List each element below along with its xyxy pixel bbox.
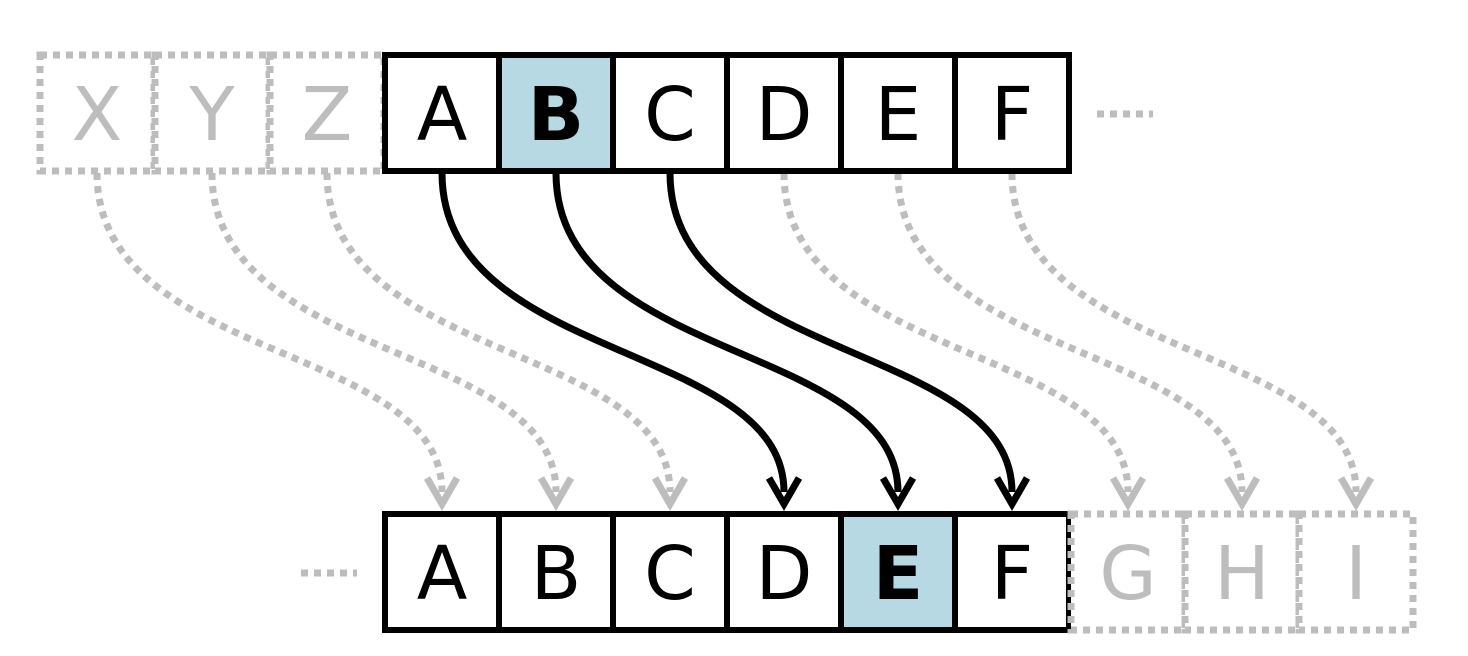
mapping-arrow-a-to-d <box>438 172 788 493</box>
plain-cell-d: D <box>724 52 844 174</box>
cipher-cell-c-letter: C <box>644 531 696 617</box>
plain-cell-f: F <box>952 52 1072 174</box>
plain-cell-f-letter: F <box>991 72 1034 158</box>
cipher-cell-e-box <box>838 511 958 633</box>
plain-cell-f-box <box>952 52 1072 174</box>
cipher-ghost-cell-h-letter: H <box>1214 531 1270 617</box>
mapping-arrow-d-to-g <box>780 172 1132 493</box>
mapping-arrow-y-to-b <box>208 172 560 493</box>
arrowhead-f <box>993 476 1031 512</box>
plain-ghost-cell-y-box <box>151 51 273 175</box>
cipher-cell-e-letter: E <box>873 531 924 617</box>
mapping-arrow-f-to-i <box>1008 172 1360 493</box>
plain-cell-c-letter: C <box>644 72 696 158</box>
plain-cell-e-box <box>838 52 958 174</box>
mapping-arrow-b-to-e <box>552 172 902 493</box>
cipher-cell-d: D <box>724 511 844 633</box>
cipher-cell-c-box <box>610 511 730 633</box>
arrowhead-a <box>423 476 461 512</box>
plain-cell-b: B <box>496 52 616 174</box>
cipher-ghost-cell-g: G <box>1067 510 1189 634</box>
cipher-ghost-cell-i-box <box>1295 510 1417 634</box>
cipher-ghost-cell-g-letter: G <box>1099 531 1156 617</box>
mapping-arrow-x-to-a <box>93 172 446 493</box>
cipher-cell-b-box <box>496 511 616 633</box>
plain-cell-d-letter: D <box>756 72 813 158</box>
cipher-cell-e: E <box>838 511 958 633</box>
plain-cell-b-letter: B <box>528 72 584 158</box>
plain-cell-e-letter: E <box>875 72 922 158</box>
plain-ghost-cell-z-letter: Z <box>302 72 353 158</box>
cipher-cell-d-letter: D <box>756 531 813 617</box>
plain-ghost-cell-x: X <box>36 51 158 175</box>
plain-cell-d-box <box>724 52 844 174</box>
arrowhead-b <box>537 476 575 512</box>
cipher-cell-d-box <box>724 511 844 633</box>
cipher-ghost-cell-h: H <box>1181 510 1303 634</box>
mapping-arrows <box>93 172 1375 512</box>
plain-cell-e: E <box>838 52 958 174</box>
plain-cell-c-box <box>610 52 730 174</box>
plain-ghost-cell-y-letter: Y <box>188 72 235 158</box>
cipher-cell-b-letter: B <box>531 531 582 617</box>
plain-ghost-cell-x-letter: X <box>72 72 123 158</box>
arrowhead-h <box>1223 476 1261 512</box>
cipher-cell-f-box <box>952 511 1072 633</box>
cipher-ghost-cell-g-box <box>1067 510 1189 634</box>
mapping-arrow-z-to-c <box>323 172 674 493</box>
mapping-arrow-e-to-h <box>894 172 1246 493</box>
cipher-cell-b: B <box>496 511 616 633</box>
arrowhead-c <box>651 476 689 512</box>
plain-cell-a: A <box>382 52 502 174</box>
cipher-cell-c: C <box>610 511 730 633</box>
arrowhead-g <box>1109 476 1147 512</box>
plain-ghost-cell-x-box <box>36 51 158 175</box>
ellipsis-markers <box>301 110 1153 577</box>
cipher-ghost-cell-h-box <box>1181 510 1303 634</box>
arrowhead-i <box>1337 476 1375 512</box>
cipher-cell-a-letter: A <box>417 531 468 617</box>
plain-cell-a-letter: A <box>417 72 468 158</box>
plain-ghost-cell-z: Z <box>266 51 388 175</box>
mapping-arrow-c-to-f <box>666 172 1016 493</box>
cipher-ghost-cell-i: I <box>1295 510 1417 634</box>
plain-ghost-cell-y: Y <box>151 51 273 175</box>
cipher-cell-a: A <box>382 511 502 633</box>
plain-cell-c: C <box>610 52 730 174</box>
arrowhead-d <box>765 476 803 512</box>
cipher-cell-f-letter: F <box>991 531 1034 617</box>
arrowhead-e <box>879 476 917 512</box>
cipher-ghost-cell-i-letter: I <box>1345 531 1367 617</box>
cipher-cell-f: F <box>952 511 1072 633</box>
